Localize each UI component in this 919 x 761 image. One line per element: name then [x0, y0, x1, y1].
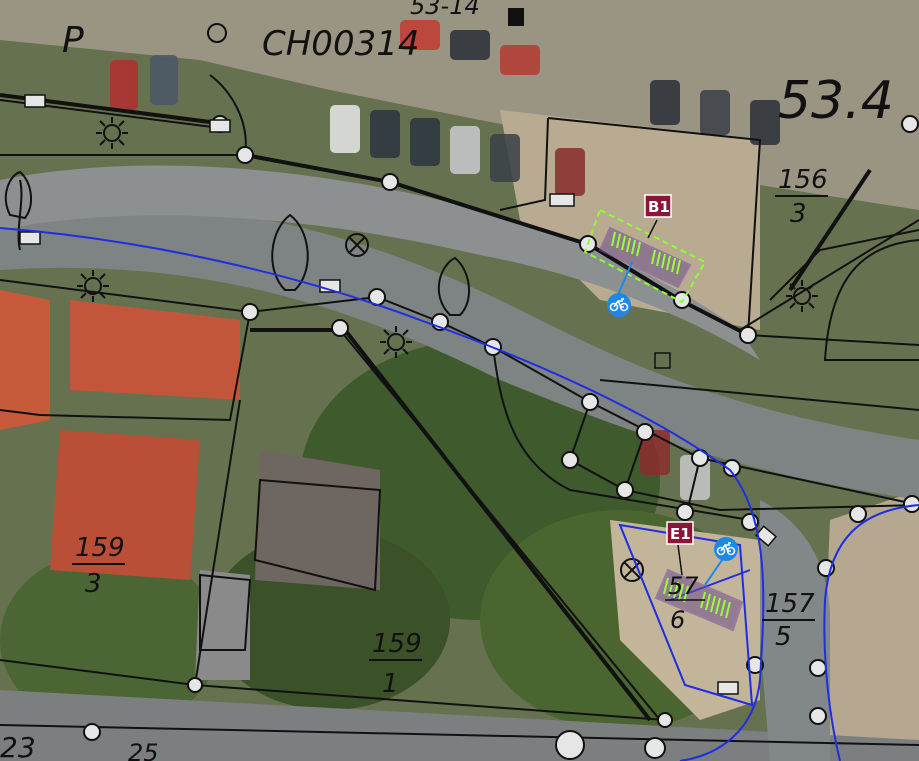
fraction-159-3: 159 3: [72, 533, 125, 599]
parcel-label-ch00314: CH00314: [262, 24, 419, 64]
svg-text:5: 5: [775, 622, 792, 652]
svg-text:3: 3: [790, 199, 807, 229]
parcel-label-big: 53.4: [778, 71, 894, 131]
fraction-157-5: 157 5: [762, 589, 815, 652]
marker-b1[interactable]: B1: [644, 194, 672, 218]
parcel-label-edge: 23: [0, 731, 36, 761]
svg-text:3: 3: [85, 569, 102, 599]
svg-text:159: 159: [75, 533, 125, 563]
svg-text:6: 6: [670, 606, 685, 634]
fraction-156-3: 156 3: [775, 165, 828, 229]
svg-text:57: 57: [668, 572, 699, 600]
svg-text:157: 157: [765, 589, 815, 619]
svg-text:E1: E1: [670, 525, 691, 543]
fraction-159-1: 159 1: [369, 629, 422, 699]
parking-letter: P: [62, 20, 84, 61]
svg-text:B1: B1: [648, 198, 670, 216]
parcel-label-top-cut: 53-14: [410, 0, 480, 20]
fraction-57-6: 57 6: [665, 572, 705, 634]
marker-e1[interactable]: E1: [666, 521, 694, 545]
bicycle-icon[interactable]: [607, 293, 631, 317]
svg-text:156: 156: [778, 165, 828, 195]
bicycle-icon[interactable]: [714, 537, 738, 561]
svg-text:1: 1: [382, 669, 399, 699]
parcel-label-edge2: 25: [128, 739, 159, 761]
svg-text:159: 159: [372, 629, 422, 659]
bike-rack-b1[interactable]: [583, 208, 707, 304]
